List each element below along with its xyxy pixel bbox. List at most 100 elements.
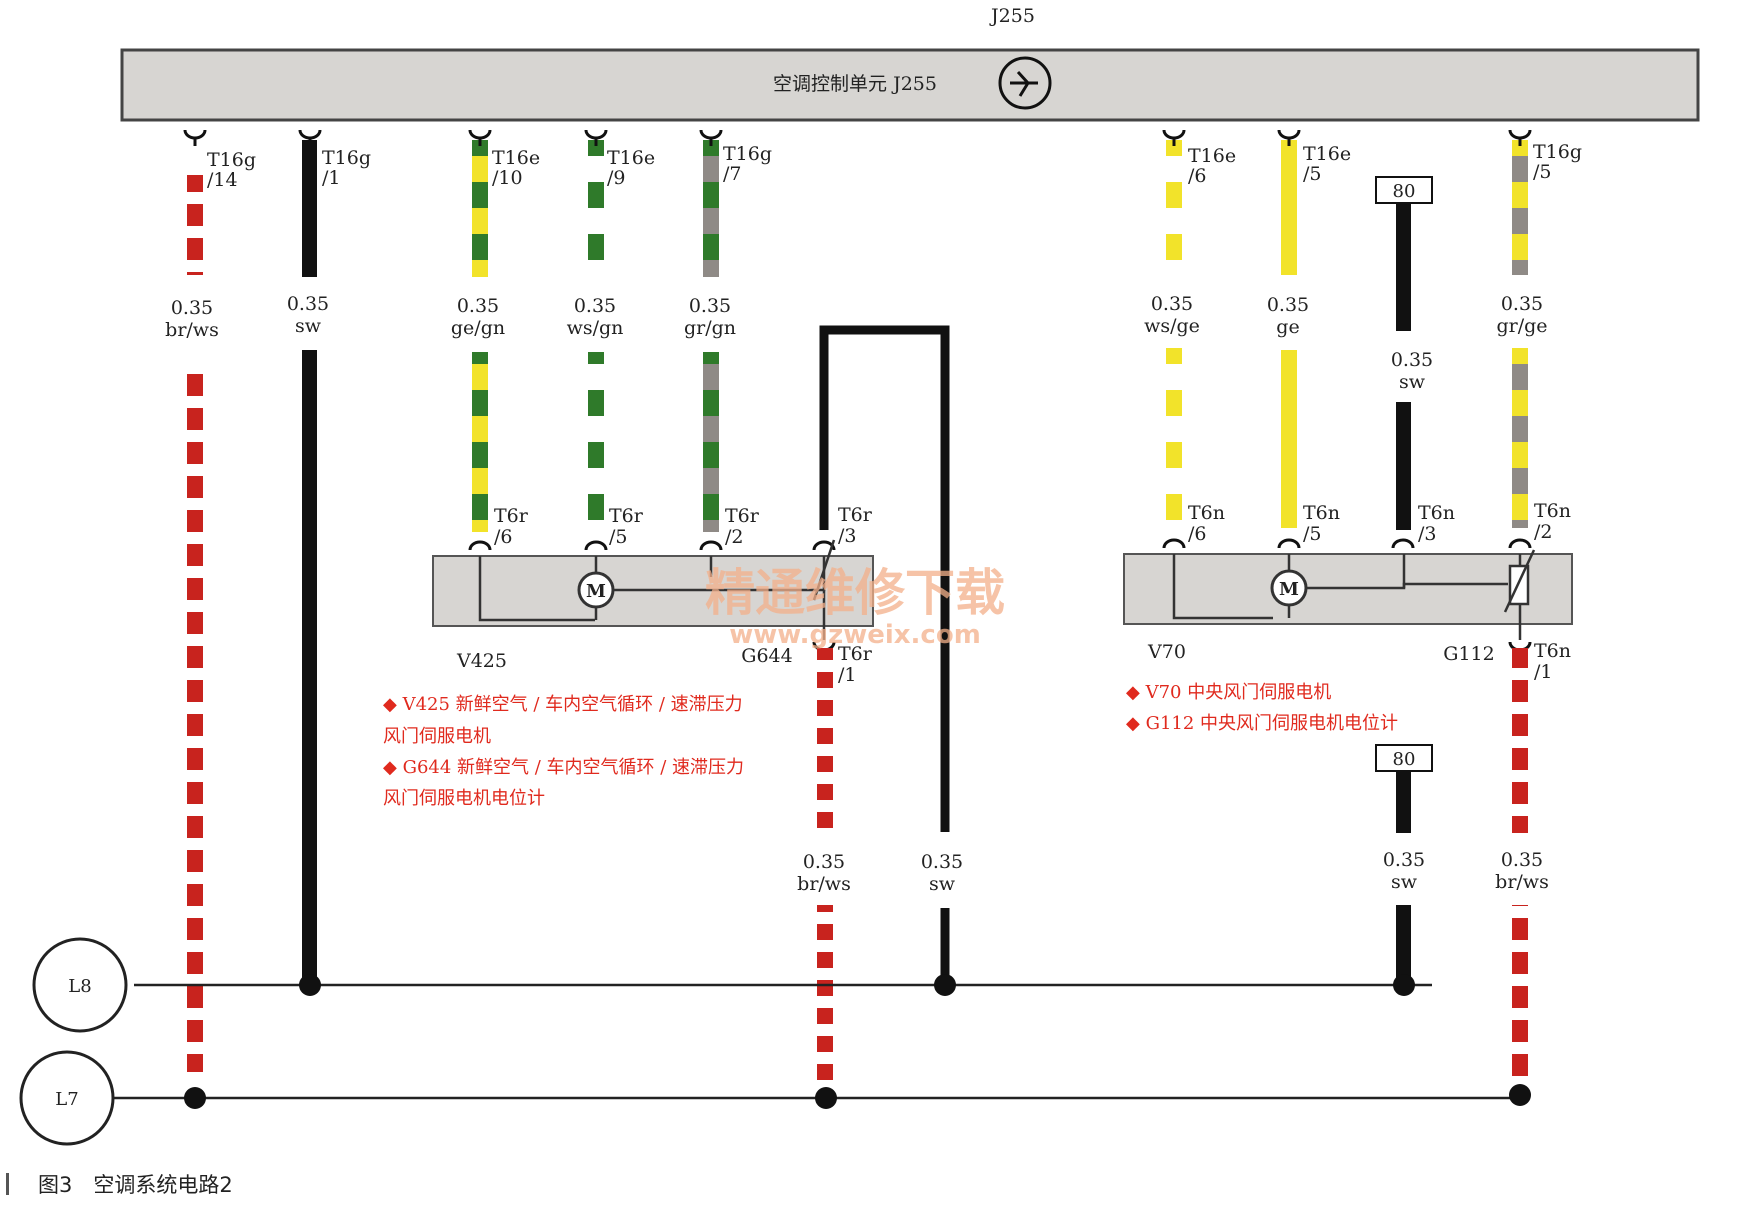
wire-t16g-5-gr-ge	[1512, 140, 1528, 528]
pin-label: T6r	[494, 505, 529, 527]
wire-t16e-5-ge	[1281, 140, 1297, 528]
wire-color: ge/gn	[451, 317, 505, 339]
bus-l8: L8	[32, 937, 1432, 1033]
pin-number: /2	[1534, 521, 1553, 543]
wire-t16g-7-gr-gn	[703, 140, 719, 532]
wire-t6r-3-sw-loop	[819, 325, 950, 985]
wire-size: 0.35	[287, 293, 329, 315]
pin-number: /5	[1303, 163, 1322, 185]
wire-size: 0.35	[1267, 294, 1309, 316]
pin-label: T6n	[1303, 502, 1340, 524]
pin-number: /5	[1303, 523, 1322, 545]
bus-label-l7: L7	[55, 1089, 78, 1110]
motor-icon: M	[1270, 569, 1308, 607]
motor-label: M	[1279, 579, 1299, 600]
caption-marker	[6, 1173, 9, 1195]
component-label-v425: V425	[456, 650, 507, 672]
control-unit-j255: 空调控制单元 J255	[120, 48, 1700, 122]
pin-label: T6n	[1534, 640, 1571, 662]
junction-dot	[815, 1087, 837, 1109]
wire-size: 0.35	[171, 297, 213, 319]
wire-color: sw	[1399, 371, 1426, 393]
wire-color: br/ws	[797, 873, 851, 895]
wire-t16e-9-ws-gn	[588, 140, 604, 532]
junction-dot	[1393, 974, 1415, 996]
junction-dot	[299, 974, 321, 996]
wire-size: 0.35	[803, 851, 845, 873]
connector-80-lower: 80	[1375, 744, 1433, 985]
wire-t6n-1-br-ws	[1512, 648, 1528, 1090]
pin-number: /10	[492, 167, 523, 189]
component-v70-g112: M	[1123, 549, 1573, 640]
pin-label: T6n	[1418, 502, 1455, 524]
component-label-g644: G644	[741, 645, 792, 667]
junction-dot	[1509, 1084, 1531, 1106]
j255-tag: J255	[989, 5, 1035, 27]
wire-color: ge	[1276, 316, 1299, 338]
watermark-url: www.gzweix.com	[729, 620, 981, 650]
wire-color: br/ws	[1495, 871, 1549, 893]
bus-l7: L7	[19, 1050, 1531, 1146]
pin-number: /5	[1533, 161, 1552, 183]
pin-number: /3	[1418, 523, 1437, 545]
wire-color: sw	[929, 873, 956, 895]
pin-label: T16g	[1533, 141, 1582, 163]
pin-number: /6	[1188, 165, 1207, 187]
pin-label: T16g	[207, 149, 256, 171]
pin-label: T16g	[322, 147, 371, 169]
wire-t16g-14-br-ws	[187, 175, 203, 1072]
pin-label: T6r	[609, 505, 644, 527]
figure-caption: 图3 空调系统电路2	[38, 1173, 233, 1197]
wire-spec-labels: 0.35 br/ws 0.35 sw 0.35 ge/gn 0.35 ws/gn…	[165, 293, 1547, 341]
note-line: 风门伺服电机	[383, 726, 491, 747]
pin-label: T6n	[1534, 500, 1571, 522]
note-line: ◆ V70 中央风门伺服电机	[1126, 682, 1331, 703]
note-line: 风门伺服电机电位计	[383, 788, 545, 809]
wire-t16e-6-ws-ge	[1166, 140, 1182, 528]
notes-left: ◆ V425 新鲜空气 / 车内空气循环 / 速滞压力 风门伺服电机 ◆ G64…	[383, 694, 744, 809]
pin-number: /1	[1534, 661, 1553, 683]
wire-size: 0.35	[1501, 849, 1543, 871]
connector-80-upper: 80	[1375, 176, 1433, 530]
watermark-title: 精通维修下载	[705, 564, 1005, 622]
wire-size: 0.35	[689, 295, 731, 317]
pin-label: T16e	[1188, 145, 1236, 167]
wire-color: gr/gn	[684, 317, 736, 339]
wire-color: sw	[1391, 871, 1418, 893]
wire-color: ws/ge	[1144, 315, 1200, 337]
pin-label: T16e	[1303, 143, 1351, 165]
electronic-control-symbol-icon	[998, 56, 1052, 110]
component-label-v70: V70	[1147, 641, 1186, 663]
pin-label: T6r	[838, 504, 873, 526]
wire-t16g-1-sw	[302, 140, 317, 990]
top-connector-pins	[183, 129, 1532, 146]
pin-number: /5	[609, 526, 628, 548]
wire-color: gr/ge	[1496, 315, 1547, 337]
pin-label: T6n	[1188, 502, 1225, 524]
wire-size: 0.35	[921, 851, 963, 873]
pin-number: /9	[607, 167, 626, 189]
pin-label: T6r	[838, 643, 873, 665]
pin-label: T16e	[492, 147, 540, 169]
pin-number: /1	[322, 167, 341, 189]
wire-size: 0.35	[574, 295, 616, 317]
bus-label-l8: L8	[68, 976, 91, 997]
motor-icon: M	[577, 571, 615, 609]
wire-t6r-1-br-ws	[817, 648, 833, 1095]
wire-color: br/ws	[165, 319, 219, 341]
component-pin-labels: T6r /6 T6r /5 T6r /2 T6r /3 T6n /6 T6n /…	[494, 500, 1571, 686]
wire-t16e-10-ge-gn	[472, 140, 488, 532]
connector-box-label: 80	[1393, 181, 1416, 202]
pin-label: T16e	[607, 147, 655, 169]
wire-size: 0.35	[1383, 849, 1425, 871]
component-v425-g644: M	[432, 539, 874, 640]
pin-number: /6	[1188, 523, 1207, 545]
junction-dot	[934, 974, 956, 996]
wire-size: 0.35	[1391, 349, 1433, 371]
connector-box-label: 80	[1393, 749, 1416, 770]
wire-size: 0.35	[1151, 293, 1193, 315]
wire-size: 0.35	[1501, 293, 1543, 315]
pin-label: T16g	[723, 143, 772, 165]
